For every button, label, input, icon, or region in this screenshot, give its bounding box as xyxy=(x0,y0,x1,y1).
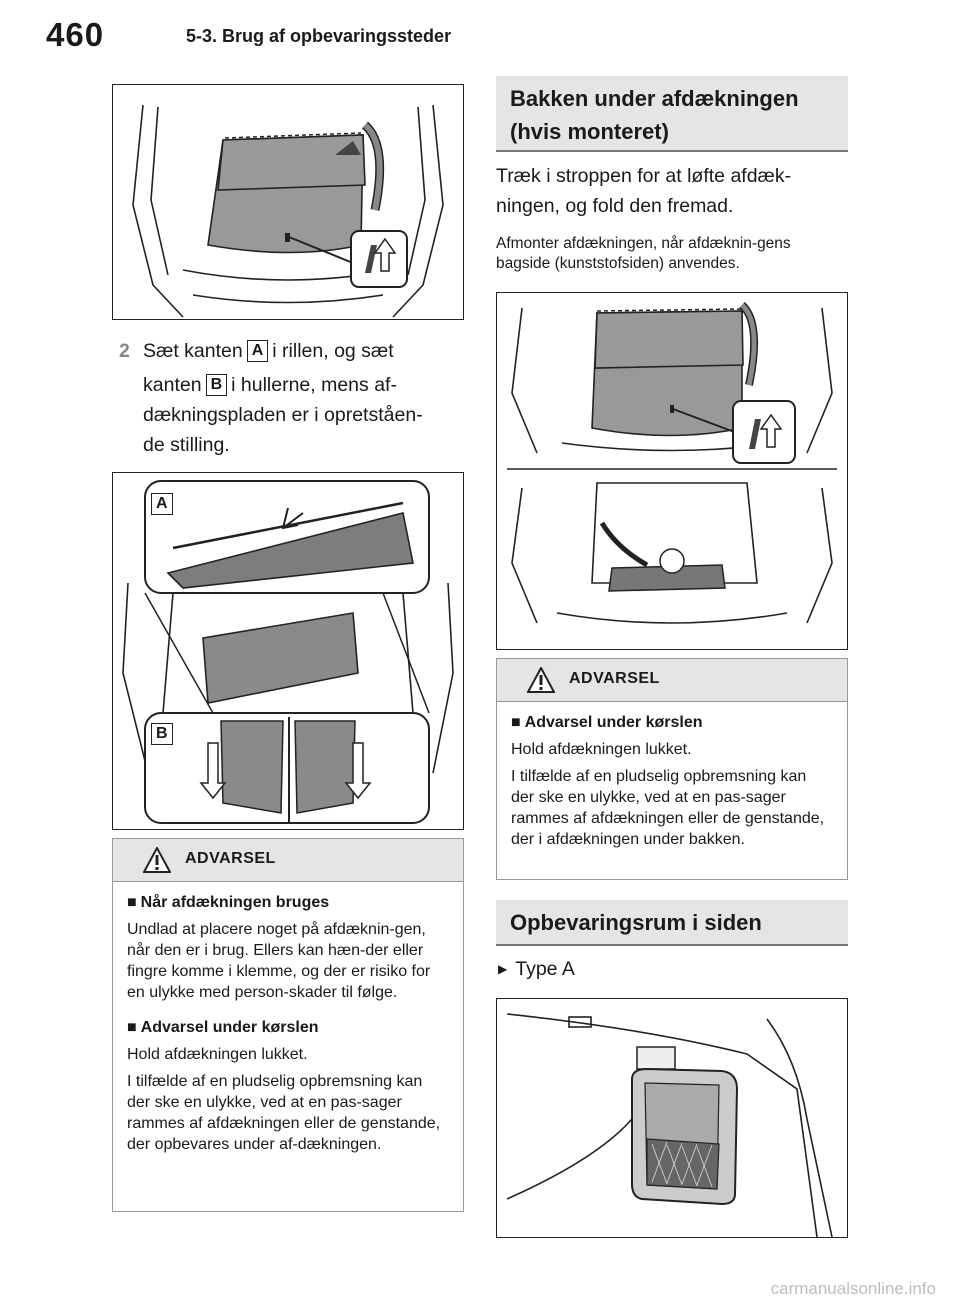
type-a-bullet: Type A xyxy=(498,954,575,984)
warning-paragraph-1: Undlad at placere noget på afdæknin-gen,… xyxy=(127,921,431,1001)
step-number: 2 xyxy=(119,340,130,362)
figure-cargo-cover-fold xyxy=(112,84,464,320)
warning-triangle-icon xyxy=(527,667,555,693)
warning-heading-2: Advarsel under kørslen xyxy=(127,1017,449,1038)
warning-body-right: Advarsel under kørslen Hold afdækningen … xyxy=(497,712,847,850)
warning-box-left: ADVARSEL Når afdækningen bruges Undlad a… xyxy=(112,838,464,1212)
page-number: 460 xyxy=(46,16,105,53)
step-text-1b: i rillen, og sæt xyxy=(272,340,394,362)
warning-title: ADVARSEL xyxy=(185,850,276,867)
band-title-side-storage: Opbevaringsrum i siden xyxy=(510,910,762,935)
warning-triangle-icon xyxy=(143,847,171,873)
warning-heading-1: Når afdækningen bruges xyxy=(127,892,449,913)
side-storage-illustration xyxy=(506,1013,833,1237)
step-line-3: dækningspladen er i opretståen- xyxy=(143,404,423,426)
band-title-line-1: Bakken under afdækningen xyxy=(510,86,799,111)
warning-header: ADVARSEL xyxy=(113,839,463,882)
step-line-4: de stilling. xyxy=(143,434,230,456)
warning-box-right: ADVARSEL Advarsel under kørslen Hold afd… xyxy=(496,658,848,880)
section-band-side-storage: Opbevaringsrum i siden xyxy=(496,900,848,946)
figure-side-storage xyxy=(496,998,848,1238)
warning-paragraph-3: I tilfælde af en pludselig opbremsning k… xyxy=(127,1073,441,1153)
figure-tray-under-cover xyxy=(496,292,848,650)
cover-plate-illustration xyxy=(122,480,454,824)
label-b: B xyxy=(205,374,228,396)
cargo-cover-illustration xyxy=(132,104,444,318)
warning-body: Når afdækningen bruges Undlad at placere… xyxy=(113,892,463,1155)
section-title: 5-3. Brug af opbevaringssteder xyxy=(186,26,452,46)
figure-cover-plate-insertion: A B xyxy=(112,472,464,830)
tray-note: Afmonter afdækningen, når afdæknin-gens … xyxy=(496,235,791,272)
watermark: carmanualsonline.info xyxy=(770,1279,936,1298)
step-text-2a: kanten xyxy=(143,374,202,396)
figure-label-b: B xyxy=(151,723,173,745)
step-text-1a: Sæt kanten xyxy=(143,340,243,362)
warning-paragraph-right-2: I tilfælde af en pludselig opbremsning k… xyxy=(511,768,825,848)
tray-illustration xyxy=(507,302,837,624)
tray-instruction: Træk i stroppen for at løfte afdæk-ninge… xyxy=(496,165,792,217)
step-text-2b: i hullerne, mens af- xyxy=(231,374,397,396)
warning-title-right: ADVARSEL xyxy=(569,670,660,687)
warning-paragraph-2: Hold afdækningen lukket. xyxy=(127,1046,308,1063)
figure-label-a: A xyxy=(151,493,173,515)
warning-heading-right: Advarsel under kørslen xyxy=(511,712,833,733)
section-band-tray: Bakken under afdækningen (hvis monteret) xyxy=(496,76,848,152)
warning-header-right: ADVARSEL xyxy=(497,659,847,702)
label-a: A xyxy=(246,340,269,362)
band-title-line-2: (hvis monteret) xyxy=(510,119,669,144)
warning-paragraph-right-1: Hold afdækningen lukket. xyxy=(511,741,692,758)
